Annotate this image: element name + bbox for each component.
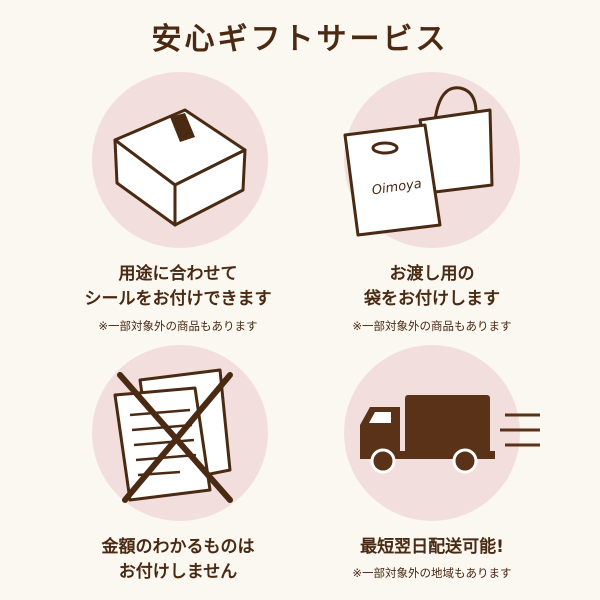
caption-line: お付けしません	[118, 562, 238, 582]
note-delivery: ※一部対象外の地域もあります	[352, 566, 512, 580]
caption-line: 用途に合わせて	[118, 264, 238, 284]
caption-seal: 用途に合わせてシールをお付けできます	[28, 262, 328, 312]
note-seal: ※一部対象外の商品もあります	[98, 319, 258, 333]
caption-line: お渡し用の	[389, 264, 475, 284]
shopping-bag-icon: Oimoya	[343, 86, 494, 237]
caption-delivery: 最短翌日配送可能!	[282, 535, 582, 560]
caption-bag: お渡し用の袋をお付けします	[282, 262, 582, 312]
gift-box-icon	[113, 108, 247, 227]
delivery-truck-icon	[360, 395, 540, 474]
caption-line: 袋をお付けします	[364, 289, 500, 309]
page-title: 安心ギフトサービス	[151, 22, 449, 57]
no-receipt-icon	[113, 368, 233, 503]
bag-brand-logo: Oimoya	[371, 177, 423, 199]
note-bag: ※一部対象外の商品もあります	[352, 319, 512, 333]
caption-no-price: 金額のわかるものはお付けしません	[28, 535, 328, 585]
caption-line: 最短翌日配送可能!	[360, 537, 504, 557]
caption-line: 金額のわかるものは	[101, 537, 255, 557]
caption-line: シールをお付けできます	[84, 289, 272, 309]
